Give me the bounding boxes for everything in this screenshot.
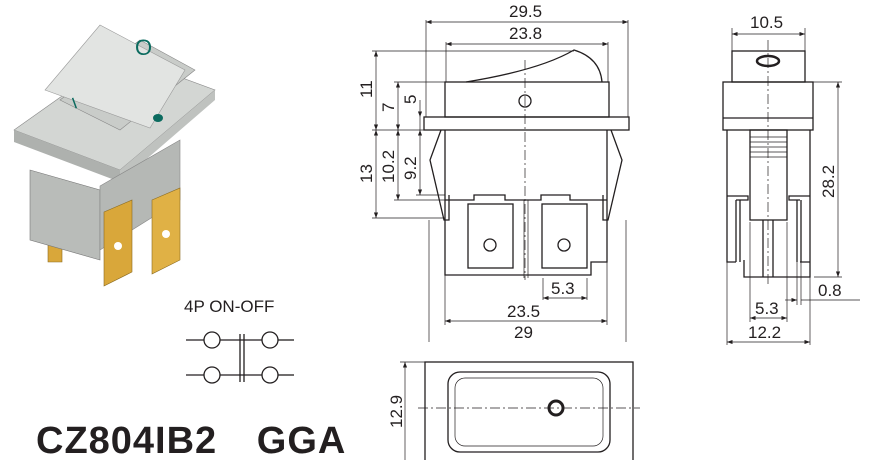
- dim-body-depth: 12.2: [748, 323, 781, 342]
- top-view: 12.9: [387, 361, 640, 460]
- dim-terminal-pitch: 5.3: [551, 279, 575, 298]
- product-photo: O I: [13, 24, 216, 287]
- front-view: 29.5 23.8 11 7 5 13 10.2 9.2 5.3 23.5 29: [357, 2, 630, 342]
- dim-cap-width: 10.5: [750, 13, 783, 32]
- dim-clip-width: 29: [514, 323, 533, 342]
- dim-body-top: 7: [379, 103, 398, 112]
- dim-height-bottom: 13: [357, 164, 376, 183]
- side-view: 10.5 28.2 0.8 5.3 12.2: [722, 13, 860, 345]
- product-title: CZ804IB2 GGA: [36, 420, 346, 460]
- dim-body-width: 23.5: [507, 302, 540, 321]
- dim-top-height: 12.9: [387, 395, 406, 428]
- dim-height-top: 11: [357, 80, 376, 98]
- schematic-label: 4P ON-OFF: [184, 297, 274, 316]
- dim-side-terminal-pitch: 5.3: [755, 299, 779, 318]
- dim-rocker-width: 23.8: [509, 24, 542, 43]
- indicator-dot: [153, 114, 163, 122]
- rocker: [44, 24, 186, 129]
- switch-schematic: 4P ON-OFF: [184, 297, 294, 384]
- model-number: CZ804IB2: [36, 420, 218, 460]
- model-variant: GGA: [256, 420, 347, 460]
- dim-overall-width: 29.5: [509, 2, 542, 21]
- dim-flange-top: 5: [401, 95, 420, 104]
- dim-terminal-thickness: 0.8: [818, 281, 842, 300]
- dim-total-height: 28.2: [819, 165, 838, 198]
- on-symbol: O: [135, 35, 152, 60]
- dim-terminal-depth: 10.2: [379, 150, 398, 183]
- dim-clip-depth: 9.2: [401, 156, 420, 180]
- off-symbol: I: [70, 95, 80, 112]
